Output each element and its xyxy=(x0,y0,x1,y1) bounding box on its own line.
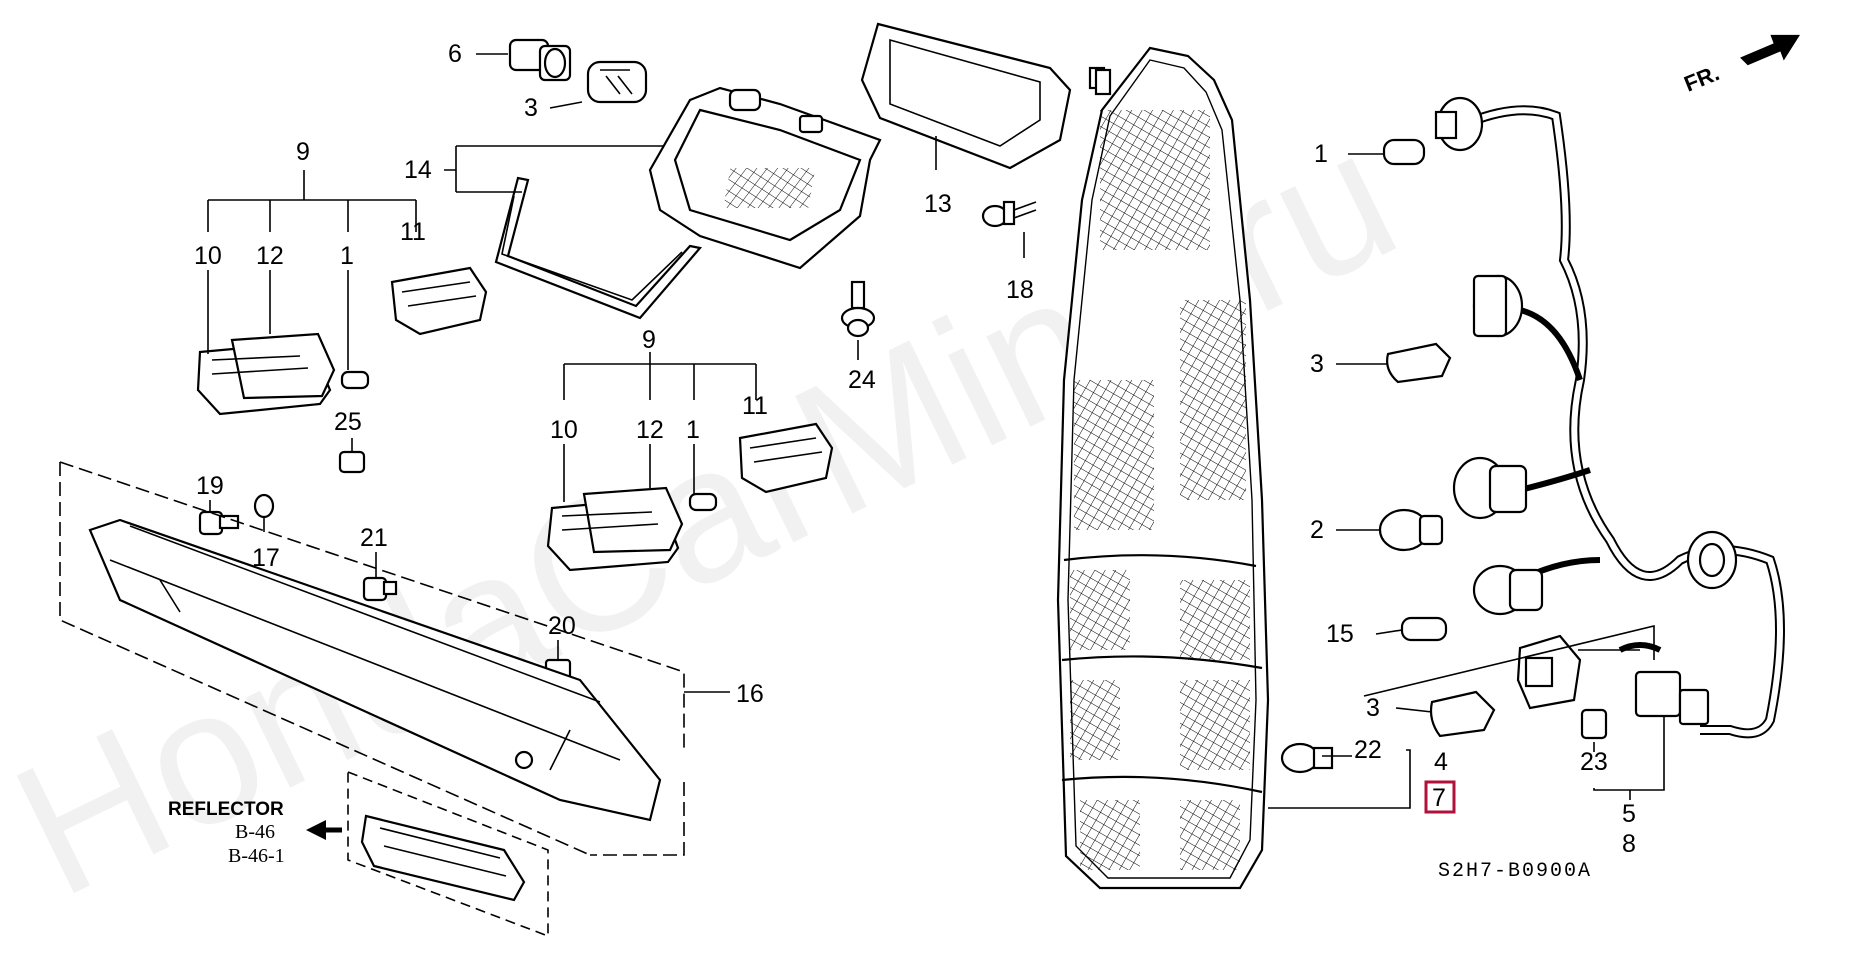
screw-part-18 xyxy=(981,200,1037,228)
callout-17: 17 xyxy=(252,544,280,572)
front-direction-label: FR. xyxy=(1681,60,1723,96)
bulb-part-15 xyxy=(1400,616,1448,642)
screw-part-22 xyxy=(1280,742,1334,774)
callout-10-mid: 10 xyxy=(550,416,578,444)
callout-23: 23 xyxy=(1580,748,1608,776)
license-light-middle xyxy=(546,422,834,572)
callout-3-low: 3 xyxy=(1366,694,1380,722)
callout-1-mid: 1 xyxy=(686,416,700,444)
callout-14: 14 xyxy=(404,156,432,184)
callout-9-mid: 9 xyxy=(642,326,656,354)
callout-22: 22 xyxy=(1354,736,1382,764)
bulb-part-3-top xyxy=(586,60,648,104)
reflector-ref-b46: B-46 xyxy=(235,821,275,843)
clip-part-21 xyxy=(362,576,398,602)
front-direction-indicator: FR. xyxy=(1681,34,1801,97)
callout-12-left: 12 xyxy=(256,242,284,270)
tail-light-lens xyxy=(1056,46,1270,890)
callout-9-left: 9 xyxy=(296,138,310,166)
bulb-part-3-right xyxy=(1386,342,1452,384)
bulb-part-3-low xyxy=(1429,690,1496,738)
callout-18: 18 xyxy=(1006,276,1034,304)
socket-harness-3 xyxy=(1452,456,1528,520)
callout-3-right: 3 xyxy=(1310,350,1324,378)
callout-6: 6 xyxy=(448,40,462,68)
front-arrow-icon xyxy=(1740,34,1801,66)
callout-2: 2 xyxy=(1310,516,1324,544)
nut-part-25 xyxy=(338,450,366,474)
drawing-code: S2H7-B0900A xyxy=(1438,860,1592,883)
callout-13: 13 xyxy=(924,190,952,218)
callout-15: 15 xyxy=(1326,620,1354,648)
screw-part-24 xyxy=(840,280,876,338)
callout-1-right: 1 xyxy=(1314,140,1328,168)
reflector-part xyxy=(347,770,549,938)
socket-part-6 xyxy=(508,38,572,82)
callout-19: 19 xyxy=(196,472,224,500)
clip-part-23 xyxy=(1580,708,1608,740)
callout-16: 16 xyxy=(736,680,764,708)
high-mount-cover xyxy=(860,22,1106,170)
washer-part-17 xyxy=(253,493,275,519)
callout-4: 4 xyxy=(1434,748,1448,776)
grommet-harness xyxy=(1686,530,1738,590)
callout-12-mid: 12 xyxy=(636,416,664,444)
callout-5: 5 xyxy=(1622,800,1636,828)
callout-20: 20 xyxy=(548,612,576,640)
callout-25: 25 xyxy=(334,408,362,436)
callout-24: 24 xyxy=(848,366,876,394)
reflector-arrow-icon xyxy=(306,820,326,840)
reflector-ref-b46-1: B-46-1 xyxy=(228,845,285,867)
callout-1-left: 1 xyxy=(340,242,354,270)
license-garnish-16 xyxy=(88,518,662,822)
socket-part-5-8 xyxy=(1516,634,1710,726)
callout-11-left: 11 xyxy=(400,218,426,246)
high-mount-stop-light xyxy=(648,86,882,270)
bulb-part-2 xyxy=(1378,508,1444,552)
callout-8: 8 xyxy=(1622,830,1636,858)
reflector-label: REFLECTOR xyxy=(168,799,284,820)
socket-harness-2 xyxy=(1472,274,1524,338)
callout-7[interactable]: 7 xyxy=(1432,784,1446,812)
bolt-part-19 xyxy=(198,510,240,536)
socket-harness-top xyxy=(1434,96,1484,152)
wire-harness xyxy=(1468,105,1785,739)
callout-11-mid: 11 xyxy=(742,392,768,420)
callout-3-top: 3 xyxy=(524,94,538,122)
socket-harness-4 xyxy=(1472,564,1544,616)
license-light-left xyxy=(196,266,488,416)
highlighted-part-7-box[interactable] xyxy=(1424,780,1456,814)
callout-10-left: 10 xyxy=(194,242,222,270)
callout-21: 21 xyxy=(360,524,388,552)
bulb-part-1-right xyxy=(1382,138,1426,166)
